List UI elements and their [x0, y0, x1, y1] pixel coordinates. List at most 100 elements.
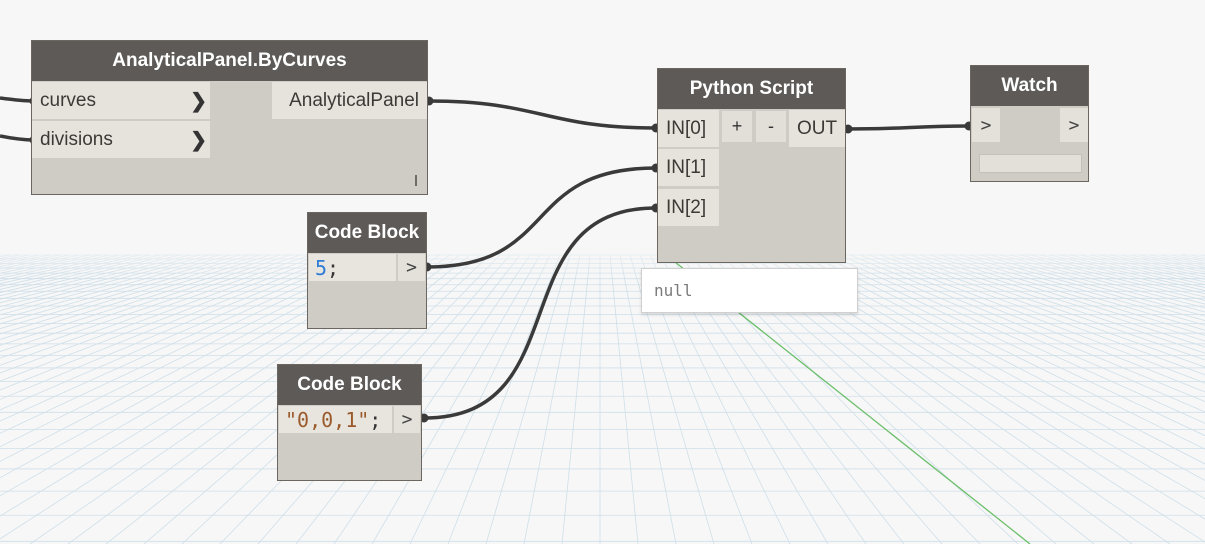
- grid-line: [979, 254, 1205, 317]
- grid-line: [0, 254, 281, 346]
- output-port-out[interactable]: OUT: [789, 110, 845, 147]
- grid-line: [523, 254, 581, 544]
- node-title[interactable]: Python Script: [658, 69, 845, 109]
- grid-line: [839, 254, 1205, 413]
- grid-line: [0, 254, 311, 366]
- grid-line: [989, 254, 1205, 313]
- wires: [0, 96, 970, 420]
- node-python-script[interactable]: Python Script IN[0] IN[1] IN[2] + - OUT: [657, 68, 846, 263]
- grid-line: [0, 254, 381, 434]
- input-port-curves[interactable]: curves ❯: [32, 82, 210, 119]
- grid-line: [0, 254, 291, 352]
- horizon-fade: [0, 235, 1205, 280]
- grid-line: [0, 254, 271, 340]
- grid-line: [969, 254, 1205, 321]
- grid-line: [869, 254, 1205, 384]
- grid-line: [779, 254, 1205, 500]
- code-editor[interactable]: "0,0,1";: [279, 406, 392, 433]
- input-port-divisions[interactable]: divisions ❯: [32, 121, 210, 158]
- grid-line: [999, 254, 1205, 309]
- port-label: OUT: [796, 117, 838, 139]
- grid-line: [0, 254, 321, 374]
- grid-line: [0, 254, 241, 325]
- grid-line: [859, 254, 1205, 393]
- grid-line: [1009, 254, 1205, 305]
- grid-line: [799, 254, 1205, 465]
- port-label: divisions: [40, 128, 113, 150]
- wire-divisions-in: [0, 134, 35, 142]
- grid-line: [939, 254, 1205, 336]
- code-editor[interactable]: 5;: [309, 254, 396, 281]
- grid-line: [485, 254, 571, 544]
- wire-code1-to-in1: [426, 166, 657, 269]
- grid-line: [909, 254, 1205, 354]
- node-code-block-1[interactable]: Code Block 5; >: [307, 212, 427, 329]
- code-terminator: ;: [327, 255, 340, 280]
- grid-line: [0, 254, 331, 382]
- grid-line: [929, 254, 1205, 342]
- grid-line: [0, 254, 251, 330]
- background-grid: [0, 254, 1205, 544]
- grid-line: [879, 254, 1205, 376]
- grid-line: [809, 254, 1205, 450]
- grid-line: [0, 254, 361, 411]
- grid-line: [789, 254, 1205, 481]
- port-label: IN[2]: [666, 196, 707, 218]
- output-port-analytical-panel[interactable]: AnalyticalPanel: [272, 82, 427, 119]
- chevron-right-icon[interactable]: ❯: [190, 129, 207, 151]
- wire-code2-to-in2: [423, 206, 657, 420]
- port-label: curves: [40, 89, 96, 111]
- wire-curves-in: [0, 96, 35, 103]
- grid-line: [0, 254, 201, 308]
- python-output-preview: null: [641, 268, 858, 313]
- code-output-port[interactable]: >: [398, 254, 425, 281]
- grid-line: [899, 254, 1205, 361]
- wire-panel-to-in0: [428, 99, 657, 130]
- node-title[interactable]: Code Block: [278, 365, 421, 405]
- grid-line: [371, 254, 541, 544]
- watch-input-port[interactable]: >: [972, 108, 1000, 142]
- resize-handle[interactable]: [415, 175, 417, 186]
- watch-output-port[interactable]: >: [1060, 108, 1088, 142]
- grid-line: [0, 254, 351, 400]
- grid-line: [609, 254, 639, 544]
- node-title[interactable]: Code Block: [308, 213, 426, 253]
- code-string: "0,0,1": [285, 407, 370, 432]
- remove-input-button[interactable]: -: [756, 111, 786, 142]
- grid-line: [409, 254, 551, 544]
- port-label: IN[1]: [666, 156, 707, 178]
- input-port-in1[interactable]: IN[1]: [658, 149, 719, 186]
- grid-line: [0, 254, 341, 391]
- grid-line: [447, 254, 561, 544]
- grid-line: [0, 254, 391, 448]
- input-port-in2[interactable]: IN[2]: [658, 189, 719, 226]
- node-watch[interactable]: Watch > >: [970, 65, 1089, 182]
- grid-line: [333, 254, 531, 544]
- wire-out-to-watch: [847, 124, 970, 131]
- port-label: IN[0]: [666, 117, 707, 139]
- grid-line: [889, 254, 1205, 368]
- code-output-port[interactable]: >: [394, 406, 420, 433]
- add-input-button[interactable]: +: [722, 111, 752, 142]
- grid-line: [829, 254, 1205, 424]
- grid-line: [0, 254, 371, 422]
- grid-line: [919, 254, 1205, 348]
- grid-line: [819, 254, 1205, 437]
- node-analytical-panel-by-curves[interactable]: AnalyticalPanel.ByCurves curves ❯ divisi…: [31, 40, 428, 195]
- grid-line: [561, 254, 591, 544]
- node-title[interactable]: Watch: [971, 66, 1088, 106]
- node-title[interactable]: AnalyticalPanel.ByCurves: [32, 41, 427, 81]
- grid-line: [959, 254, 1205, 326]
- grid-line: [0, 254, 261, 335]
- code-terminator: ;: [369, 407, 382, 432]
- code-number: 5: [315, 255, 328, 280]
- watch-value-display: [979, 154, 1082, 173]
- node-code-block-2[interactable]: Code Block "0,0,1"; >: [277, 364, 422, 481]
- grid-line: [0, 254, 401, 462]
- grid-line: [0, 254, 301, 359]
- grid-line: [0, 254, 211, 311]
- chevron-right-icon[interactable]: ❯: [190, 90, 207, 112]
- grid-line: [619, 254, 677, 544]
- input-port-in0[interactable]: IN[0]: [658, 110, 719, 147]
